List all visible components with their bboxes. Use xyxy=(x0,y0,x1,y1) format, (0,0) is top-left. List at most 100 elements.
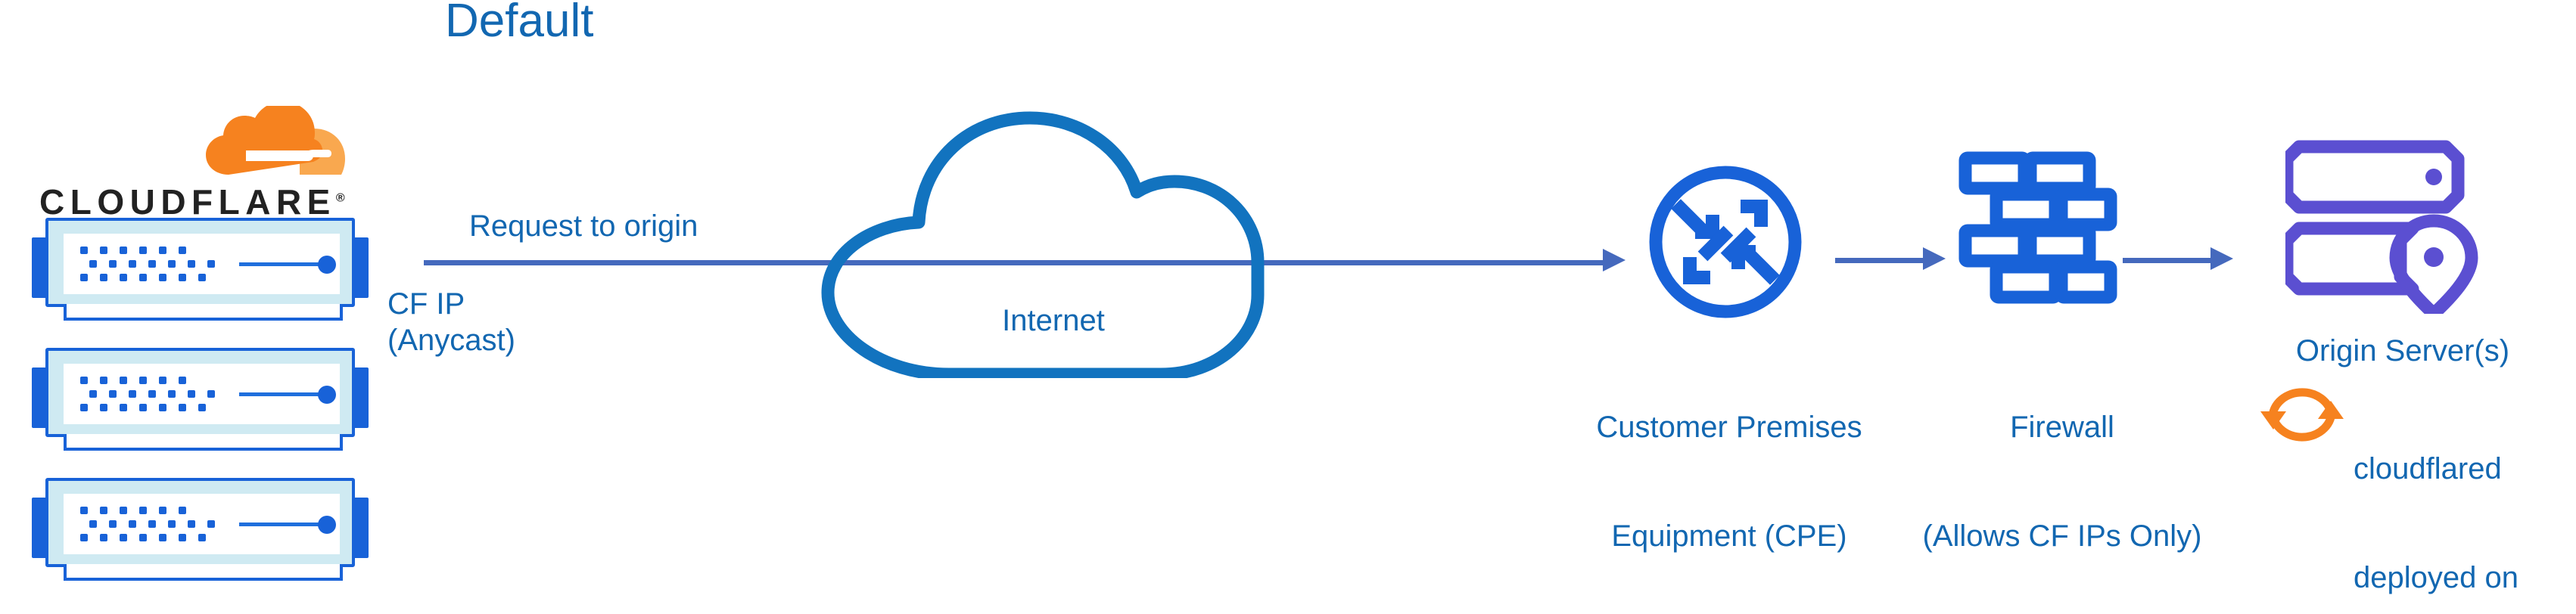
server-port-dots xyxy=(80,247,215,283)
server-port-dot xyxy=(120,507,127,514)
server-port-dot xyxy=(100,507,107,514)
page-title: Default xyxy=(445,0,594,47)
server-port-dot xyxy=(159,377,166,384)
server-base xyxy=(64,564,343,581)
server-port-dot xyxy=(148,260,156,268)
server-port-dot xyxy=(109,390,117,398)
right-arrow-icon xyxy=(2210,247,2233,270)
server-port-dot xyxy=(148,390,156,398)
server-port-dot xyxy=(188,520,195,528)
server-port-line xyxy=(239,392,331,396)
server-port-dot xyxy=(179,404,186,411)
server-port-line xyxy=(239,523,331,526)
server-body xyxy=(45,218,355,307)
server-port-dot xyxy=(109,520,117,528)
server-port-dot xyxy=(89,260,97,268)
cloudflare-server-3 xyxy=(32,478,369,582)
server-port-dot xyxy=(159,534,166,541)
server-port-dots xyxy=(80,377,215,413)
server-front-panel xyxy=(64,364,340,424)
server-port-dot xyxy=(120,404,127,411)
server-port-dot xyxy=(159,404,166,411)
server-port-dot xyxy=(139,247,147,254)
server-port-dot xyxy=(159,274,166,281)
server-port-dot xyxy=(100,377,107,384)
server-port-dot xyxy=(198,534,206,541)
server-port-dot xyxy=(198,404,206,411)
server-port-dot xyxy=(168,520,176,528)
server-port-dot xyxy=(179,377,186,384)
flow-line-origin-request xyxy=(424,260,1604,265)
server-port-dot xyxy=(120,274,127,281)
cpe-label-line1: Customer Premises xyxy=(1596,411,1862,444)
server-port-dot xyxy=(168,260,176,268)
server-port-dot xyxy=(100,534,107,541)
server-port-dot xyxy=(120,377,127,384)
origin-server-location-pin-icon xyxy=(2285,140,2478,314)
server-status-led xyxy=(318,516,336,534)
server-port-dot xyxy=(139,404,147,411)
cloudflared-note: cloudflared deployed on servers xyxy=(2354,378,2565,614)
server-port-dot xyxy=(207,390,215,398)
server-port-dot xyxy=(198,274,206,281)
server-port-dot xyxy=(80,377,88,384)
server-port-dot xyxy=(179,247,186,254)
server-body xyxy=(45,348,355,437)
server-port-dots xyxy=(80,507,215,543)
firewall-label: Firewall (Allows CF IPs Only) xyxy=(1896,336,2229,614)
right-arrow-icon xyxy=(1603,249,1626,271)
server-port-dot xyxy=(129,390,136,398)
server-port-dot xyxy=(89,390,97,398)
router-four-arrows-icon xyxy=(1649,166,1802,318)
server-port-dot xyxy=(109,260,117,268)
server-port-dot xyxy=(120,534,127,541)
server-port-dot xyxy=(100,274,107,281)
server-port-line xyxy=(239,262,331,266)
server-port-dot xyxy=(139,274,147,281)
cloudflare-wordmark: CLOUDFLARE® xyxy=(39,182,345,222)
server-port-dot xyxy=(80,274,88,281)
cf-ip-label-line1: CF IP xyxy=(387,287,465,321)
firewall-label-line2: (Allows CF IPs Only) xyxy=(1922,519,2202,553)
firewall-label-line1: Firewall xyxy=(2010,411,2114,444)
brick-wall-icon xyxy=(1958,151,2117,304)
server-port-dot xyxy=(159,247,166,254)
request-to-origin-label: Request to origin xyxy=(469,209,698,243)
server-port-dot xyxy=(207,260,215,268)
server-base xyxy=(64,304,343,321)
server-port-dot xyxy=(179,274,186,281)
server-front-panel xyxy=(64,494,340,554)
server-status-led xyxy=(318,386,336,404)
server-port-dot xyxy=(129,260,136,268)
server-port-dot xyxy=(100,247,107,254)
cpe-label-line2: Equipment (CPE) xyxy=(1611,519,1847,553)
cloudflared-note-line2: deployed on xyxy=(2354,561,2518,594)
server-status-led xyxy=(318,256,336,274)
cf-ip-label-line2: (Anycast) xyxy=(387,324,515,357)
server-port-dot xyxy=(188,260,195,268)
server-port-dot xyxy=(159,507,166,514)
server-port-dot xyxy=(100,404,107,411)
cloudflare-server-1 xyxy=(32,218,369,322)
cloudflare-logo: CLOUDFLARE® xyxy=(36,106,354,222)
server-port-dot xyxy=(139,534,147,541)
cloudflare-cloud-logo-icon xyxy=(206,106,345,175)
cloudflare-server-2 xyxy=(32,348,369,452)
server-port-dot xyxy=(139,507,147,514)
server-port-dot xyxy=(80,507,88,514)
cpe-label: Customer Premises Equipment (CPE) xyxy=(1532,336,1926,614)
server-port-dot xyxy=(80,534,88,541)
server-port-dot xyxy=(207,520,215,528)
server-port-dot xyxy=(179,507,186,514)
server-port-dot xyxy=(139,377,147,384)
origin-server-label: Origin Server(s) xyxy=(2295,334,2510,367)
server-body xyxy=(45,478,355,567)
sync-arrows-icon xyxy=(2260,388,2344,442)
flow-line-firewall-to-origin xyxy=(2123,258,2212,263)
internet-label: Internet xyxy=(1002,304,1105,337)
server-base xyxy=(64,434,343,451)
server-port-dot xyxy=(80,247,88,254)
flow-line-cpe-to-firewall xyxy=(1835,258,1924,263)
server-port-dot xyxy=(89,520,97,528)
